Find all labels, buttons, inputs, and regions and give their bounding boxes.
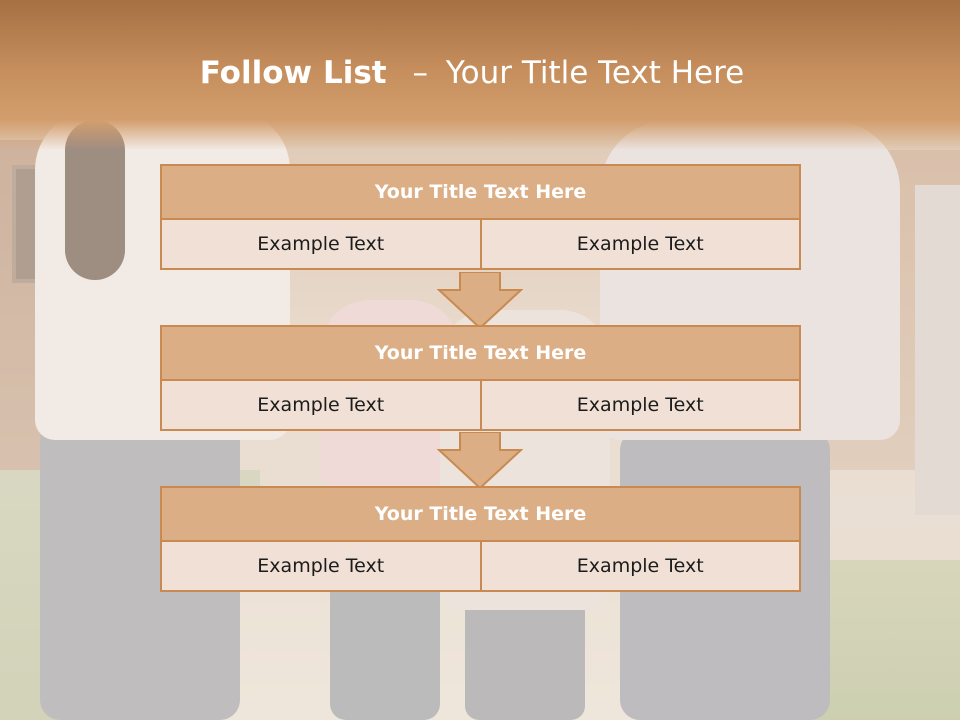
down-arrow-icon — [437, 432, 523, 490]
slide-title-bold: Follow List — [199, 55, 387, 91]
list-block-cell-right: Example Text — [481, 381, 801, 431]
list-block-row: Example Text Example Text — [160, 220, 801, 270]
list-block-cell-left: Example Text — [160, 542, 482, 592]
list-block-cell-left: Example Text — [160, 381, 482, 431]
list-block-row: Example Text Example Text — [160, 381, 801, 431]
list-block-1: Your Title Text Here Example Text Exampl… — [160, 164, 801, 270]
list-block-header: Your Title Text Here — [160, 325, 801, 381]
down-arrow-icon — [437, 272, 523, 330]
list-block-3: Your Title Text Here Example Text Exampl… — [160, 486, 801, 592]
list-block-cell-right: Example Text — [481, 542, 801, 592]
list-block-cell-left: Example Text — [160, 220, 482, 270]
slide-title-rest: Your Title Text Here — [445, 55, 745, 91]
list-block-header: Your Title Text Here — [160, 486, 801, 542]
list-block-row: Example Text Example Text — [160, 542, 801, 592]
list-block-cell-right: Example Text — [481, 220, 801, 270]
list-block-2: Your Title Text Here Example Text Exampl… — [160, 325, 801, 431]
list-block-header: Your Title Text Here — [160, 164, 801, 220]
slide-title: Follow List – Your Title Text Here — [0, 55, 944, 91]
title-band — [0, 0, 960, 150]
slide-title-separator: – — [412, 55, 428, 91]
